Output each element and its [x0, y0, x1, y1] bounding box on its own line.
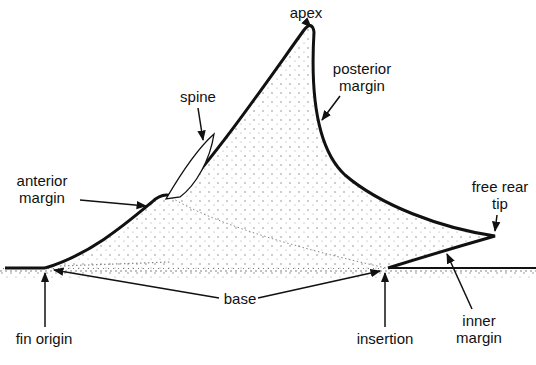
part-label: base — [220, 290, 260, 307]
body-line — [388, 267, 536, 269]
part-label: posterior margin — [326, 60, 398, 94]
fin-body — [45, 25, 495, 268]
part-label: insertion — [350, 330, 420, 347]
part-label: spine — [176, 88, 220, 105]
part-label: apex — [286, 4, 326, 21]
body-line — [5, 267, 45, 270]
part-label: anterior margin — [6, 172, 78, 206]
part-label: fin origin — [4, 330, 84, 347]
leader-lines — [45, 22, 497, 327]
fin-spine — [166, 134, 214, 199]
fin-base-cartilage — [172, 198, 386, 268]
part-label: inner margin — [450, 312, 508, 346]
part-label: free rear tip — [470, 178, 530, 212]
fin-outline — [45, 25, 495, 268]
fin-base-cartilage — [60, 262, 170, 266]
